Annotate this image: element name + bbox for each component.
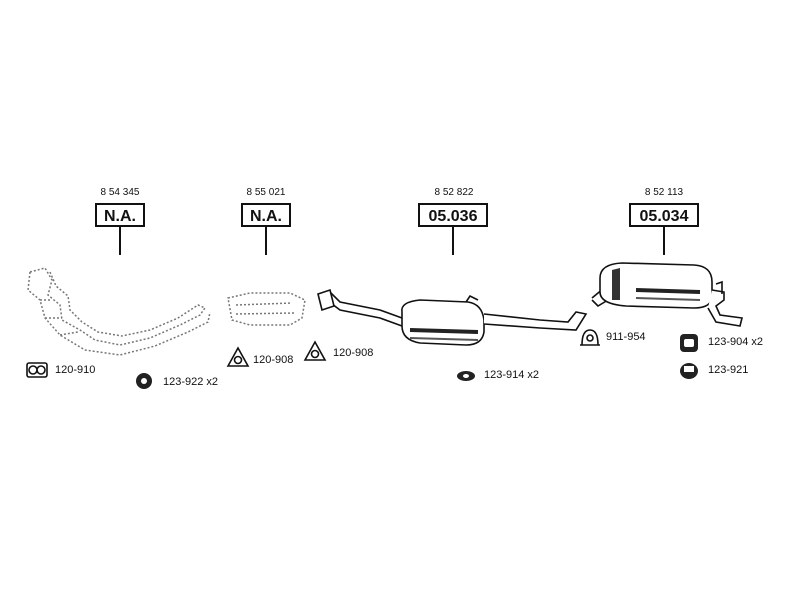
part-ref-2: 8 55 021 [246,187,286,198]
part-code-box-2[interactable]: N.A. [241,203,291,227]
leader-line-2 [265,227,267,255]
part-ref-3: 8 52 822 [434,187,474,198]
rubber-hanger-icon [680,334,698,352]
accessory-label-120-908-a: 120-908 [253,354,294,366]
rear-silencer[interactable] [591,262,743,327]
part-code-box-1[interactable]: N.A. [95,203,145,227]
accessory-label-911-954: 911-954 [606,331,646,343]
rubber-mount-icon [680,363,698,379]
oval-rubber-mount-icon [457,371,475,381]
part-code-box-4[interactable]: 05.034 [629,203,699,227]
pipe-clamp-icon [580,329,600,346]
double-ring-gasket-icon [26,362,48,378]
accessory-label-123-922: 123-922 x2 [163,376,219,388]
leader-line-4 [663,227,665,255]
accessory-label-120-910: 120-910 [55,364,96,376]
triangle-flange-gasket-icon [226,346,250,367]
part-ref-4: 8 52 113 [644,187,684,198]
middle-silencer[interactable] [317,288,588,346]
accessory-label-123-904: 123-904 x2 [708,336,764,348]
catalyst-outline[interactable] [227,292,306,326]
leader-line-1 [119,227,121,255]
accessory-label-120-908-b: 120-908 [333,347,374,359]
leader-line-3 [452,227,454,255]
accessory-label-123-921: 123-921 [708,364,749,376]
accessory-label-123-914: 123-914 x2 [484,369,540,381]
part-code-box-3[interactable]: 05.036 [418,203,488,227]
front-pipe-outline[interactable] [27,267,211,356]
triangle-flange-gasket-icon [303,340,327,361]
part-ref-1: 8 54 345 [100,187,140,198]
rubber-ring-icon [136,373,152,389]
